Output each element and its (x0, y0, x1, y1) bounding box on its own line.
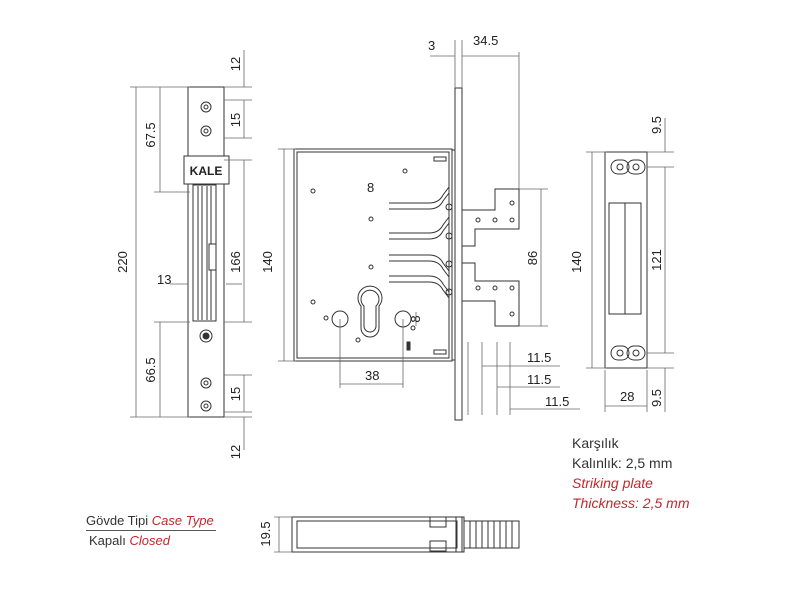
case-value-tr: Kapalı (89, 533, 126, 548)
brand-logo: KALE (190, 164, 223, 178)
lock-body-view (293, 87, 520, 421)
dim-bolt-projection: 34.5 (473, 33, 498, 48)
case-value-row: Kapalı Closed (86, 531, 216, 548)
dim-front-lower-span: 66.5 (143, 357, 158, 382)
dim-offset-3: 11.5 (545, 394, 569, 409)
dim-body-height: 140 (260, 251, 275, 273)
dim-bolt-height: 86 (525, 251, 540, 265)
dim-front-total-height: 220 (115, 251, 130, 273)
dim-body-backset: 8 (367, 180, 374, 195)
dim-strike-top: 9.5 (649, 116, 664, 134)
front-plate-view (183, 86, 230, 418)
case-section-view (291, 516, 520, 553)
case-type-row: Gövde Tipi Case Type (86, 513, 216, 531)
case-value-en: Closed (129, 533, 170, 548)
dim-offset-1: 11.5 (527, 350, 551, 365)
dim-strike-height: 140 (569, 251, 584, 273)
dim-front-upper-hole-gap: 15 (228, 113, 243, 127)
dim-front-mid-span: 166 (228, 251, 243, 273)
dim-front-lower-hole-gap: 15 (228, 387, 243, 401)
strike-caption: Karşılık Kalınlık: 2,5 mm Striking plate… (572, 433, 689, 513)
dim-front-bottom-margin: 12 (228, 445, 243, 459)
dim-cylinder-8: 8 (408, 315, 423, 322)
dim-cylinder-center: 38 (365, 368, 379, 383)
strike-caption-title: Karşılık (572, 435, 619, 451)
dim-front-top-margin: 12 (228, 57, 243, 71)
strike-caption-thickness: Kalınlık: 2,5 mm (572, 455, 673, 471)
dim-strike-width: 28 (620, 389, 634, 404)
case-type-label-tr: Gövde Tipi (86, 513, 149, 528)
dim-offset-2: 11.5 (527, 372, 551, 387)
dim-front-width: 13 (157, 272, 171, 287)
dim-front-upper-span: 67.5 (143, 122, 158, 147)
striking-plate-view (604, 151, 648, 369)
dim-case-depth: 19.5 (258, 521, 273, 546)
case-type-label-en: Case Type (151, 513, 214, 528)
dim-faceplate-thickness: 3 (428, 38, 435, 53)
strike-caption-title-en: Striking plate (572, 475, 653, 491)
dim-strike-bottom: 9.5 (649, 389, 664, 407)
case-type-legend: Gövde Tipi Case Type Kapalı Closed (86, 513, 216, 548)
dim-strike-mid: 121 (649, 249, 664, 271)
strike-caption-thickness-en: Thickness: 2,5 mm (572, 495, 690, 511)
